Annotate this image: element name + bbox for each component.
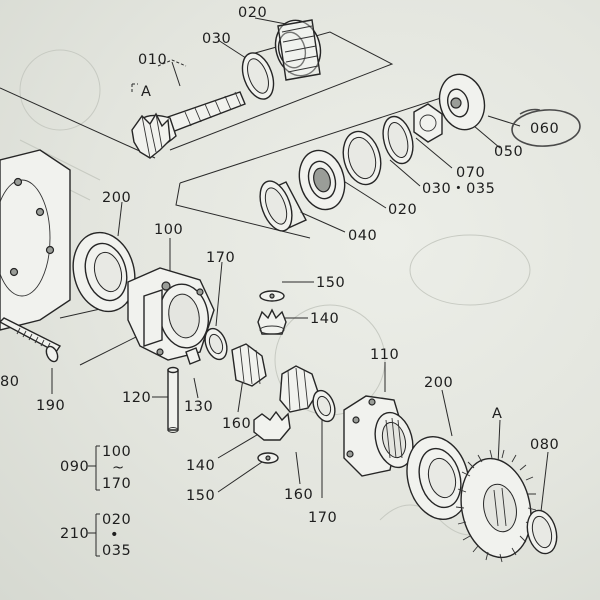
bearing-050 bbox=[438, 73, 486, 131]
ring-030-mid bbox=[342, 130, 382, 186]
group-090-bottom: 170 bbox=[102, 476, 131, 492]
label-A-right: A bbox=[492, 406, 502, 422]
pin-130 bbox=[185, 347, 201, 365]
differential-case-110 bbox=[343, 395, 414, 477]
label-130: 130 bbox=[184, 399, 213, 415]
group-090-top: 100 bbox=[102, 444, 131, 460]
washer-190 bbox=[45, 345, 59, 363]
label-030-035: 030・035 bbox=[422, 181, 495, 197]
snap-ring-030 bbox=[241, 52, 275, 100]
label-200-left: 200 bbox=[102, 190, 131, 206]
pinion-gear-140-top bbox=[257, 308, 287, 335]
bolt-080 bbox=[0, 317, 62, 353]
group-210-top: 020 bbox=[102, 512, 131, 528]
label-050: 050 bbox=[494, 144, 523, 160]
snap-ring-080-right bbox=[526, 509, 558, 555]
ring-gear-A bbox=[455, 449, 537, 563]
bearing-200-left bbox=[72, 231, 136, 313]
label-060: 060 bbox=[530, 121, 559, 137]
label-A-left: A bbox=[141, 84, 151, 100]
label-200-right: 200 bbox=[424, 375, 453, 391]
group-090-label: 090 bbox=[60, 459, 89, 475]
label-160-bottom: 160 bbox=[284, 487, 313, 503]
pin-120 bbox=[167, 366, 179, 433]
pinion-shaft-010 bbox=[131, 91, 246, 159]
label-100: 100 bbox=[154, 222, 183, 238]
label-80-left: 80 bbox=[0, 374, 19, 390]
label-150-top: 150 bbox=[316, 275, 345, 291]
label-030-top: 030 bbox=[202, 31, 231, 47]
label-160-left: 160 bbox=[222, 416, 251, 432]
bearing-020-mid bbox=[298, 149, 346, 211]
label-020-top: 020 bbox=[238, 5, 267, 21]
side-gear-160-left bbox=[231, 343, 267, 387]
group-090-tilde: ~ bbox=[112, 460, 125, 476]
differential-case-100 bbox=[127, 267, 215, 361]
label-120: 120 bbox=[122, 390, 151, 406]
washer-150-top bbox=[259, 290, 285, 302]
label-140-top: 140 bbox=[310, 311, 339, 327]
washer-150-bottom bbox=[257, 452, 279, 464]
label-070: 070 bbox=[456, 165, 485, 181]
bearing-200-right bbox=[406, 435, 470, 521]
label-190: 190 bbox=[36, 398, 65, 414]
top-bearing-020 bbox=[274, 19, 322, 81]
label-150-bottom: 150 bbox=[186, 488, 215, 504]
group-210: 210 020 • 035 bbox=[60, 512, 131, 559]
group-210-label: 210 bbox=[60, 526, 89, 542]
side-gear-160-center bbox=[279, 365, 319, 413]
label-140-bottom: 140 bbox=[186, 458, 215, 474]
bearing-cup-040 bbox=[259, 180, 307, 232]
label-110: 110 bbox=[370, 347, 399, 363]
label-010: 010 bbox=[138, 52, 167, 68]
snap-ring-030-035 bbox=[382, 115, 414, 165]
label-170-bottom: 170 bbox=[308, 510, 337, 526]
pinion-gear-140-bottom bbox=[253, 410, 291, 441]
label-040: 040 bbox=[348, 228, 377, 244]
label-020-mid: 020 bbox=[388, 202, 417, 218]
label-170-top: 170 bbox=[206, 250, 235, 266]
nut-070 bbox=[413, 103, 443, 143]
A-mark-bracket bbox=[131, 59, 187, 92]
group-210-bottom: 035 bbox=[102, 543, 131, 559]
group-090: 090 100 ~ 170 bbox=[60, 444, 131, 492]
highlight-circle-060 bbox=[511, 109, 581, 147]
label-080-right: 080 bbox=[530, 437, 559, 453]
thrust-washer-170-bottom bbox=[312, 389, 336, 423]
thrust-washer-170-top bbox=[204, 327, 228, 361]
part-labels: 020 030 010 A 060 050 070 030・035 020 04… bbox=[0, 5, 559, 526]
group-210-dot: • bbox=[110, 527, 119, 543]
highlight-circle-tail bbox=[519, 108, 541, 115]
housing-flange bbox=[0, 149, 71, 331]
